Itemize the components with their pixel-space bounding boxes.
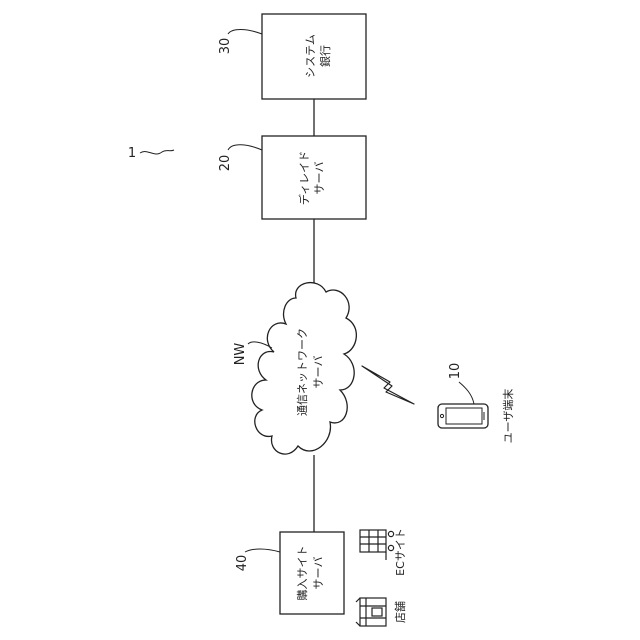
bank-system-label-2: システム (304, 34, 317, 78)
smartphone-icon (438, 404, 488, 428)
delayed-server-label-2: サーバ (313, 162, 326, 195)
wireless-link-icon (362, 366, 414, 404)
purchase-server-label-2: サーバ (312, 557, 325, 590)
purchase-server-ref: 40 (235, 555, 250, 572)
bank-system-ref: 30 (218, 38, 233, 55)
store-icon (356, 598, 386, 626)
ec-site-label: ECサイト (394, 528, 407, 576)
network-ref: NW (233, 343, 248, 366)
delayed-server-ref: 20 (218, 155, 233, 172)
delayed-server-label-1: ディレイド (297, 151, 311, 205)
purchase-server-leader (245, 549, 280, 552)
figure-number: 1 (128, 146, 136, 161)
network-label-1: 通信ネットワーク (296, 328, 309, 416)
user-terminal-ref: 10 (448, 363, 463, 380)
store-label: 店舗 (393, 601, 407, 623)
user-terminal-label: ユーザ端末 (501, 389, 515, 444)
delayed-server-leader (228, 145, 262, 150)
network-label-2: サーバ (312, 356, 325, 389)
bank-system-label-1: 銀行 (318, 45, 332, 67)
user-terminal-leader (459, 382, 474, 404)
figure-number-leader (140, 150, 174, 154)
shopping-cart-icon (360, 530, 394, 560)
bank-system-leader (228, 30, 262, 35)
purchase-server-label-1: 購入サイト (295, 546, 309, 601)
